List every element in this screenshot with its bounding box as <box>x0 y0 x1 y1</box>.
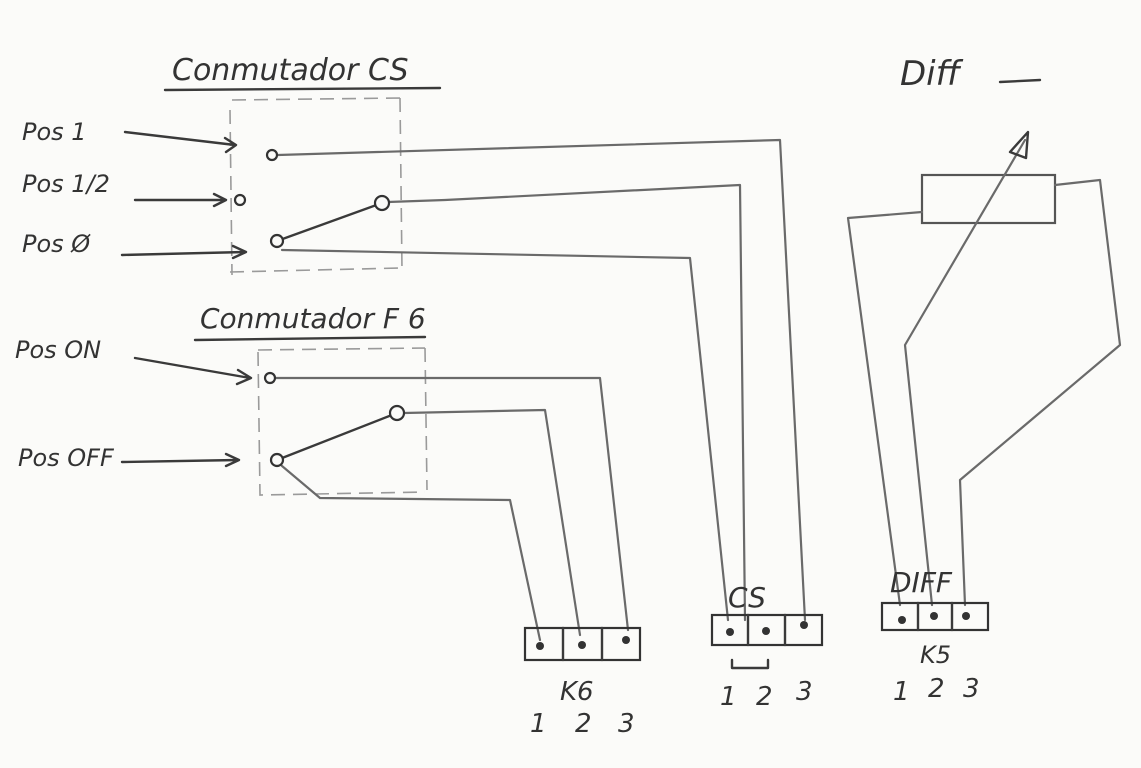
k6-pin-1: 1 <box>530 709 547 739</box>
pin <box>898 616 906 624</box>
wire-cs-pos1 <box>276 138 807 622</box>
wire-diff-1 <box>846 210 924 607</box>
cs-title-underline <box>163 86 442 92</box>
f6-switch: Conmutador F 6 Pos ON Pos OFF <box>15 302 630 642</box>
k6-pin-3: 3 <box>618 709 635 739</box>
connector-k6: K6 1 2 3 <box>523 626 642 739</box>
cs-switch-box <box>229 97 403 276</box>
wire-f6-on <box>274 376 630 632</box>
pin <box>578 641 586 649</box>
resistor <box>920 173 1057 225</box>
cs-pin-1: 1 <box>720 682 737 712</box>
pin <box>962 612 970 620</box>
pin <box>762 627 770 635</box>
wire-diff-3 <box>958 178 1122 607</box>
contact-pos0 <box>269 233 285 249</box>
f6-switch-lever <box>275 411 399 462</box>
diff-connector-label: DIFF <box>890 566 953 599</box>
pin <box>622 636 630 644</box>
cs-switch-lever <box>275 201 384 243</box>
arrow-icon <box>133 192 228 208</box>
arrow-icon <box>123 130 238 154</box>
cs-switch: Conmutador CS Pos 1 Pos 1/2 Pos Ø <box>22 53 807 622</box>
contact-on <box>263 371 277 385</box>
contact-f6-common <box>388 404 406 422</box>
contact-pos-half <box>233 193 247 207</box>
f6-switch-title: Conmutador F 6 <box>200 302 426 335</box>
wire-cs-common <box>386 183 747 622</box>
arrow-icon <box>133 356 253 386</box>
connector-cs: CS 1 2 3 <box>710 581 824 712</box>
pin <box>726 628 734 636</box>
k5-label: K5 <box>920 641 951 669</box>
diff-underline <box>998 78 1042 84</box>
contact-pos1 <box>265 148 279 162</box>
bridge-1-2 <box>730 658 770 670</box>
pin <box>930 612 938 620</box>
diff-title: Diff <box>900 54 964 94</box>
k6-pin-2: 2 <box>575 709 592 739</box>
cs-switch-title: Conmutador CS <box>172 53 409 88</box>
arrow-icon <box>120 244 248 260</box>
f6-switch-box <box>257 347 428 496</box>
diff-potentiometer: Diff <box>846 54 1122 607</box>
k5-pin-3: 3 <box>963 674 980 704</box>
wire-f6-off <box>280 464 542 642</box>
arrow-icon <box>120 452 241 468</box>
pos-half-label: Pos 1/2 <box>22 170 110 198</box>
pin <box>536 642 544 650</box>
connector-k5: DIFF K5 1 2 3 <box>880 566 990 707</box>
pin <box>800 621 808 629</box>
k5-pin-2: 2 <box>928 674 945 704</box>
wire-f6-common <box>402 408 582 637</box>
f6-title-underline <box>193 335 427 342</box>
pos-zero-label: Pos Ø <box>22 230 91 258</box>
wire-diff-wiper <box>903 138 1027 607</box>
k5-pin-1: 1 <box>893 677 910 707</box>
pos-1-label: Pos 1 <box>22 118 87 146</box>
cs-label: CS <box>728 581 766 614</box>
contact-off <box>269 452 285 468</box>
cs-pin-2: 2 <box>756 682 773 712</box>
pos-off-label: Pos OFF <box>18 444 115 472</box>
k6-label: K6 <box>560 677 594 707</box>
cs-pin-3: 3 <box>796 677 813 707</box>
contact-common <box>373 194 391 212</box>
wiper-arrow-icon <box>1008 130 1030 160</box>
pos-on-label: Pos ON <box>15 336 101 364</box>
wire-cs-pos0 <box>280 248 730 622</box>
